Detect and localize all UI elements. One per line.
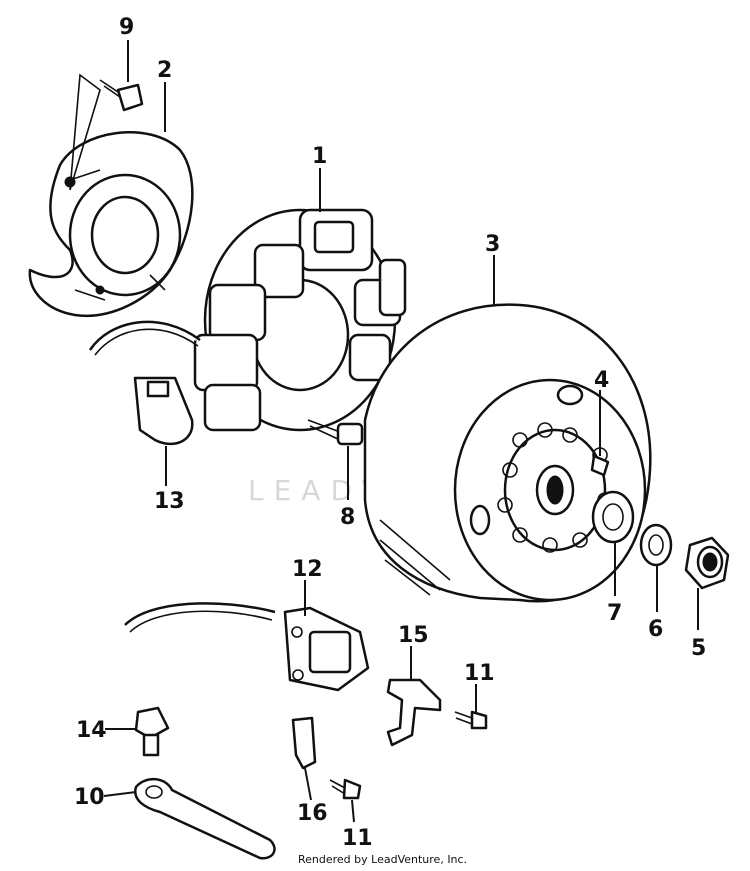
screw-8 (307, 419, 364, 446)
stator-base-plate (28, 73, 194, 318)
callout-11-lower: 11 (342, 826, 373, 851)
bracket-15 (386, 678, 442, 747)
washer-7 (591, 490, 635, 544)
screw-9 (99, 79, 144, 112)
callout-6: 6 (648, 617, 663, 642)
callout-8: 8 (340, 505, 355, 530)
stator-coil (193, 208, 407, 432)
callout-9: 9 (119, 15, 134, 40)
rotor-flywheel (363, 303, 652, 603)
callout-4: 4 (594, 368, 609, 393)
bracket-16 (291, 716, 317, 770)
nut-5 (684, 536, 730, 590)
grommet-13 (133, 376, 194, 446)
callout-1: 1 (312, 144, 327, 169)
callout-2: 2 (157, 58, 172, 83)
pulser-coil-12 (124, 602, 370, 692)
callout-13: 13 (154, 489, 185, 514)
callout-11-upper: 11 (464, 661, 495, 686)
callout-16: 16 (297, 801, 328, 826)
bolt-14 (134, 706, 170, 757)
ground-strap-10 (134, 777, 276, 860)
stator-wire (88, 320, 201, 351)
callout-3: 3 (485, 232, 500, 257)
lock-washer-6 (639, 523, 673, 567)
credit-text: Rendered by LeadVenture, Inc. (298, 853, 467, 866)
screw-11-upper (454, 710, 488, 730)
callout-15: 15 (398, 623, 429, 648)
callout-10: 10 (74, 785, 105, 810)
callout-7: 7 (607, 601, 622, 626)
screw-11-lower (329, 778, 362, 800)
callout-12: 12 (292, 557, 323, 582)
woodruff-key-4 (590, 454, 610, 477)
callout-5: 5 (691, 636, 706, 661)
leader-lines (103, 40, 699, 823)
callout-14: 14 (76, 718, 107, 743)
